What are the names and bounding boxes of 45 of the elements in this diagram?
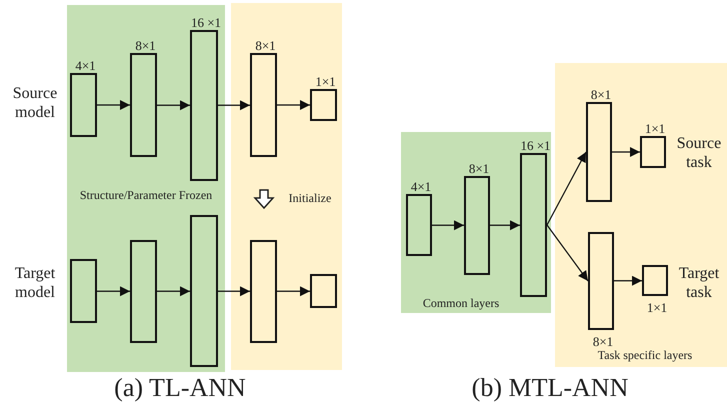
panel-label: Task specific layers [596,348,694,362]
row-label: Source model [12,84,58,122]
row-label: Target task [678,264,720,302]
dimension-label: 8×1 [468,161,490,177]
dimension-label: 4×1 [410,179,432,195]
layer-group-panel [555,63,727,367]
subfigure-caption: (b) MTL-ANN [470,372,630,404]
subfigure-caption: (a) TL-ANN [113,372,247,404]
arrow [612,147,640,157]
row-label: Source task [676,134,722,172]
arrow [490,220,520,230]
dimension-label: 1×1 [646,300,668,316]
arrow [546,152,587,226]
row-label: Target model [14,264,56,302]
layer-group-panel [67,5,225,372]
dimension-label: 8×1 [254,38,277,54]
arrow [97,286,130,296]
arrow [97,100,130,110]
layer-group-panel [401,132,551,313]
layer-box [190,215,218,367]
dimension-label: 16 ×1 [190,15,222,31]
dimension-label: 4×1 [74,58,97,74]
panel-label: Structure/Parameter Frozen [78,188,214,202]
arrow [614,276,642,286]
arrow [546,224,588,282]
panel-label: Common layers [422,296,500,310]
dimension-label: 16 ×1 [519,138,552,154]
dimension-label: 8×1 [134,38,157,54]
layer-group-panel [231,3,342,370]
arrow [277,100,310,110]
dimension-label: 1×1 [644,121,666,137]
layer-box [310,274,337,308]
arrow [432,220,464,230]
arrow [218,286,250,296]
layer-box [70,259,97,323]
arrow [157,100,190,110]
arrow [157,286,190,296]
dimension-label: 8×1 [590,87,612,103]
arrow [218,100,250,110]
dimension-label: 1×1 [314,74,337,90]
layer-box [250,240,277,343]
arrow [277,286,310,296]
panel-label: Initialize [288,191,332,206]
dimension-label: 8×1 [592,334,614,350]
layer-box [130,240,157,343]
